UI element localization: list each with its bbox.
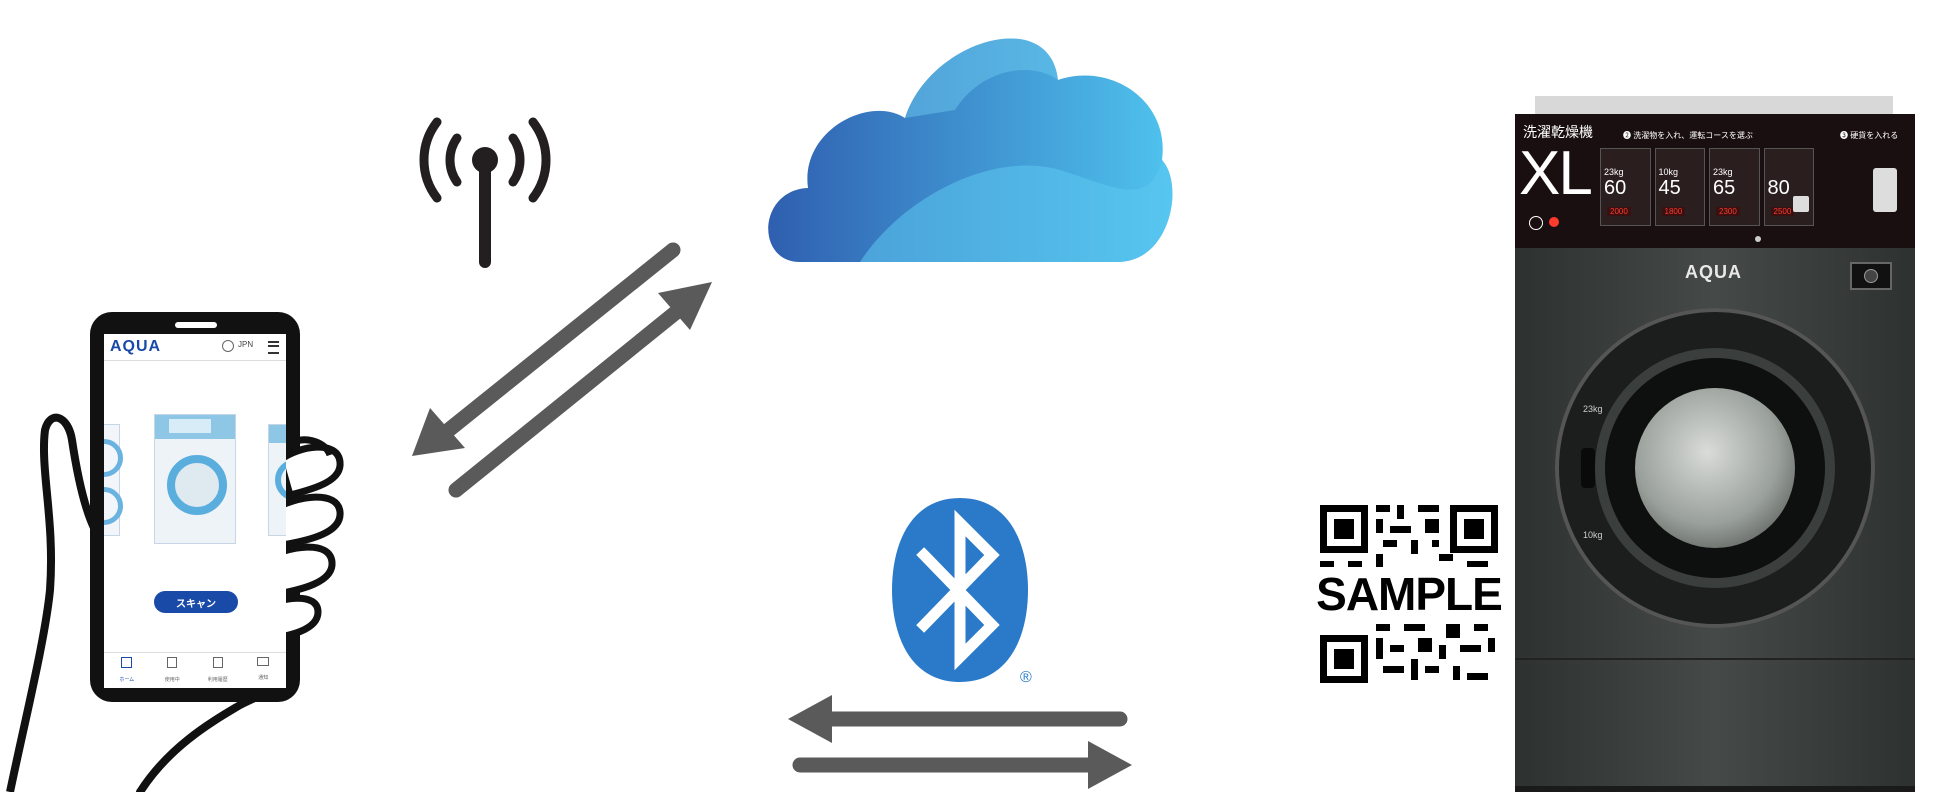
antenna-icon bbox=[419, 117, 551, 268]
arrow-to-phone bbox=[412, 242, 681, 456]
scan-button[interactable]: スキャン bbox=[154, 591, 238, 613]
app-header: AQUA JPN bbox=[104, 334, 286, 361]
registered-mark: ® bbox=[1020, 669, 1032, 686]
bluetooth-link-arrows bbox=[788, 695, 1132, 789]
machine-carousel[interactable] bbox=[104, 414, 286, 544]
history-icon bbox=[212, 657, 223, 668]
course-button-4[interactable]: 80 2500 bbox=[1763, 148, 1814, 226]
door-capacity-label-top: 23kg bbox=[1583, 404, 1603, 414]
machine-body: AQUA 23kg 10kg bbox=[1515, 248, 1915, 792]
carousel-item-right bbox=[268, 424, 286, 536]
carousel-item-center[interactable] bbox=[154, 414, 236, 544]
course-selector: 23kg 60 2000 10kg 45 1800 23kg 65 2300 8… bbox=[1600, 148, 1814, 226]
mail-icon bbox=[257, 657, 270, 666]
machine-door[interactable]: 23kg 10kg bbox=[1555, 308, 1875, 628]
bluetooth-icon bbox=[892, 498, 1028, 682]
step3-instruction: ❸ 硬貨を入れる bbox=[1840, 131, 1899, 140]
course-button-3[interactable]: 23kg 65 2300 bbox=[1709, 148, 1760, 226]
nav-home[interactable]: ホーム bbox=[104, 653, 150, 688]
start-button[interactable] bbox=[1529, 216, 1543, 230]
cloud-link-arrows bbox=[412, 242, 712, 498]
step2-instruction: ❷ 洗濯物を入れ、運転コースを選ぶ bbox=[1623, 131, 1753, 140]
arrow-to-phone-bt bbox=[788, 695, 1128, 743]
menu-icon[interactable] bbox=[268, 341, 279, 354]
model-label: XL bbox=[1519, 139, 1593, 208]
phone-screen: AQUA JPN スキャン ホーム 使用中 bbox=[104, 334, 286, 688]
status-indicator bbox=[1755, 236, 1761, 242]
machine-foot bbox=[1515, 786, 1915, 792]
machine-icon bbox=[167, 657, 178, 668]
menu-icon-bar bbox=[268, 345, 279, 347]
globe-icon[interactable] bbox=[222, 340, 234, 352]
machine-kick-panel bbox=[1515, 658, 1915, 660]
language-select[interactable]: JPN bbox=[238, 340, 254, 349]
qr-sample-watermark: SAMPLE bbox=[1316, 567, 1503, 621]
machine-type-label: 洗濯乾燥機 bbox=[1523, 124, 1593, 140]
coin-slot[interactable] bbox=[1873, 168, 1897, 212]
door-capacity-label-bottom: 10kg bbox=[1583, 530, 1603, 540]
door-glass bbox=[1595, 348, 1835, 588]
course-button-1[interactable]: 23kg 60 2000 bbox=[1600, 148, 1651, 226]
machine-brand-logo: AQUA bbox=[1685, 262, 1742, 282]
bottom-nav: ホーム 使用中 利用履歴 通知 bbox=[104, 652, 286, 688]
cloud-icon bbox=[768, 38, 1173, 262]
nav-notify[interactable]: 通知 bbox=[241, 653, 287, 688]
arrow-to-cloud bbox=[448, 282, 712, 498]
door-handle[interactable] bbox=[1581, 448, 1595, 488]
carousel-item-left bbox=[104, 424, 123, 536]
card-reader[interactable] bbox=[1850, 262, 1892, 290]
change-button[interactable] bbox=[1793, 196, 1809, 212]
nav-history[interactable]: 利用履歴 bbox=[195, 653, 241, 688]
control-panel: 洗濯乾燥機 XL ❷ 洗濯物を入れ、運転コースを選ぶ ❸ 硬貨を入れる 23kg… bbox=[1515, 114, 1915, 248]
qr-code: SAMPLE bbox=[1316, 505, 1503, 683]
machine-top bbox=[1535, 96, 1893, 116]
arrow-to-machine-bt bbox=[792, 741, 1132, 789]
aqua-logo: AQUA bbox=[110, 338, 162, 355]
home-icon bbox=[121, 657, 133, 668]
nav-in-use[interactable]: 使用中 bbox=[150, 653, 196, 688]
washer-dryer-machine: 洗濯乾燥機 XL ❷ 洗濯物を入れ、運転コースを選ぶ ❸ 硬貨を入れる 23kg… bbox=[1515, 96, 1915, 792]
stop-button[interactable] bbox=[1549, 217, 1559, 227]
drum-window bbox=[1635, 388, 1795, 548]
course-button-2[interactable]: 10kg 45 1800 bbox=[1654, 148, 1705, 226]
